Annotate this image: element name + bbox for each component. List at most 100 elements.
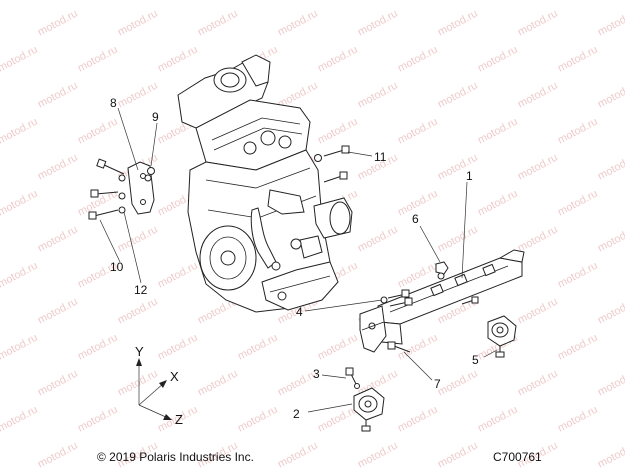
watermark-text: motod.ru (76, 0, 120, 3)
watermark-text: motod.ru (436, 152, 480, 183)
watermark-text: motod.ru (596, 368, 625, 399)
watermark-text: motod.ru (516, 296, 560, 327)
watermark-text: motod.ru (556, 44, 600, 75)
watermark-text: motod.ru (76, 44, 120, 75)
callout-3: 3 (313, 367, 320, 381)
watermark-text: motod.ru (116, 8, 160, 39)
watermark-text: motod.ru (476, 0, 520, 3)
bolt-set-4 (380, 289, 479, 307)
nut-6 (435, 261, 449, 280)
watermark-text: motod.ru (316, 0, 360, 3)
bolt-11 (314, 145, 350, 183)
watermark-text: motod.ru (276, 8, 320, 39)
watermark-text: motod.ru (236, 332, 280, 363)
watermark-text: motod.ru (116, 224, 160, 255)
watermark-text: motod.ru (76, 332, 120, 363)
callout-1: 1 (466, 169, 473, 183)
watermark-text: motod.ru (436, 368, 480, 399)
watermark-text: motod.ru (116, 368, 160, 399)
watermark-text: motod.ru (596, 296, 625, 327)
watermark-text: motod.ru (156, 332, 200, 363)
watermark-text: motod.ru (356, 8, 400, 39)
axis-indicator: Y X Z (135, 344, 183, 427)
copyright-notice: © 2019 Polaris Industries Inc. (97, 450, 254, 464)
watermark-text: motod.ru (116, 296, 160, 327)
watermark-text: motod.ru (0, 188, 40, 219)
watermark-text: motod.ru (596, 8, 625, 39)
watermark-text: motod.ru (516, 224, 560, 255)
watermark-text: motod.ru (436, 80, 480, 111)
watermark-text: motod.ru (196, 8, 240, 39)
watermark-text: motod.ru (236, 404, 280, 435)
watermark-text: motod.ru (556, 116, 600, 147)
watermark-text: motod.ru (476, 44, 520, 75)
watermark-text: motod.ru (36, 440, 80, 468)
watermark-text: motod.ru (316, 44, 360, 75)
watermark-text: motod.ru (0, 404, 40, 435)
watermark-text: motod.ru (396, 332, 440, 363)
watermark-text: motod.ru (516, 152, 560, 183)
watermark-text: motod.ru (596, 224, 625, 255)
watermark-text: motod.ru (76, 116, 120, 147)
watermark-text: motod.ru (596, 152, 625, 183)
watermark-text: motod.ru (156, 260, 200, 291)
watermark-text: motod.ru (356, 224, 400, 255)
engine-mount-2 (353, 387, 385, 432)
diagram-code: C700761 (493, 450, 542, 464)
watermark-text: motod.ru (396, 44, 440, 75)
callout-4: 4 (296, 305, 303, 319)
callout-10: 10 (110, 260, 124, 274)
watermark-text: motod.ru (36, 152, 80, 183)
watermark-text: motod.ru (516, 368, 560, 399)
watermark-text: motod.ru (396, 0, 440, 3)
watermark-text: motod.ru (316, 332, 360, 363)
watermark-text: motod.ru (316, 116, 360, 147)
watermark-text: motod.ru (196, 368, 240, 399)
watermark-text: motod.ru (36, 8, 80, 39)
axis-x-label: X (170, 369, 179, 384)
watermark-text: motod.ru (556, 260, 600, 291)
watermark-text: motod.ru (476, 404, 520, 435)
callout-8: 8 (110, 96, 117, 110)
watermark-text: motod.ru (0, 44, 40, 75)
watermark-text: motod.ru (556, 0, 600, 3)
engine-assembly (177, 54, 353, 313)
callout-labels: 1 2 3 4 5 6 7 8 9 10 11 12 (110, 96, 479, 421)
watermark-text: motod.ru (156, 0, 200, 3)
watermark-text: motod.ru (556, 332, 600, 363)
watermark-text: motod.ru (316, 404, 360, 435)
watermark-text: motod.ru (236, 0, 280, 3)
callout-6: 6 (412, 212, 419, 226)
axis-z-label: Z (175, 412, 183, 427)
watermark-text: motod.ru (0, 116, 40, 147)
watermark-text: motod.ru (476, 116, 520, 147)
engine-mount-5 (487, 315, 517, 358)
bolt-set-left (88, 158, 155, 220)
callout-11: 11 (374, 150, 387, 164)
axis-y-label: Y (135, 344, 144, 359)
watermark-text: motod.ru (76, 404, 120, 435)
watermark-text: motod.ru (356, 440, 400, 468)
watermark-text: motod.ru (396, 404, 440, 435)
bolt-3 (345, 367, 360, 389)
watermark-text: motod.ru (476, 188, 520, 219)
watermark-text: motod.ru (436, 8, 480, 39)
watermark-text: motod.ru (36, 368, 80, 399)
watermark-text: motod.ru (436, 440, 480, 468)
watermark-text: motod.ru (156, 44, 200, 75)
watermark-text: motod.ru (556, 188, 600, 219)
callout-12: 12 (134, 283, 148, 297)
watermark-text: motod.ru (0, 260, 40, 291)
watermark-text: motod.ru (36, 224, 80, 255)
watermark-text: motod.ru (116, 80, 160, 111)
callout-9: 9 (152, 110, 159, 124)
watermark-text: motod.ru (436, 224, 480, 255)
watermark-text: motod.ru (36, 296, 80, 327)
watermark-text: motod.ru (356, 80, 400, 111)
watermark-text: motod.ru (36, 80, 80, 111)
leader-lines (99, 107, 498, 413)
watermark-text: motod.ru (0, 0, 40, 3)
callout-2: 2 (293, 407, 300, 421)
callout-7: 7 (434, 377, 441, 391)
